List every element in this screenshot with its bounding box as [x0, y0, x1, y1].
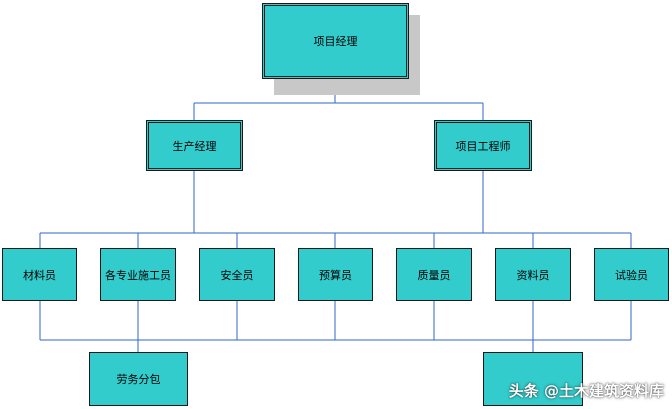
node-documents: 资料员 — [495, 248, 571, 301]
node-label: 预算员 — [319, 268, 352, 282]
node-budget: 预算员 — [298, 248, 373, 301]
node-label: 各专业施工员 — [105, 268, 171, 282]
node-trade-foremen: 各专业施工员 — [100, 248, 176, 301]
node-safety: 安全员 — [199, 248, 275, 301]
node-label: 资料员 — [516, 268, 550, 282]
node-testing: 试验员 — [594, 248, 669, 301]
node-label: 项目经理 — [313, 35, 358, 48]
node-quality: 质量员 — [396, 248, 472, 301]
node-project-engineer: 项目工程师 — [434, 120, 532, 171]
node-label: 试验员 — [615, 268, 648, 282]
node-production-manager: 生产经理 — [146, 120, 243, 171]
node-unlabeled — [483, 352, 583, 406]
node-labor-subcontract: 劳务分包 — [89, 352, 188, 406]
node-project-manager: 项目经理 — [262, 3, 409, 79]
node-materials: 材料员 — [2, 248, 77, 301]
watermark-text: 头条 @土木建筑资料库 — [508, 382, 664, 400]
node-label: 项目工程师 — [455, 139, 511, 153]
node-label: 劳务分包 — [116, 373, 161, 386]
node-label: 材料员 — [23, 268, 56, 282]
node-label: 生产经理 — [172, 139, 217, 153]
node-label: 安全员 — [220, 268, 254, 282]
node-label: 质量员 — [417, 268, 451, 282]
